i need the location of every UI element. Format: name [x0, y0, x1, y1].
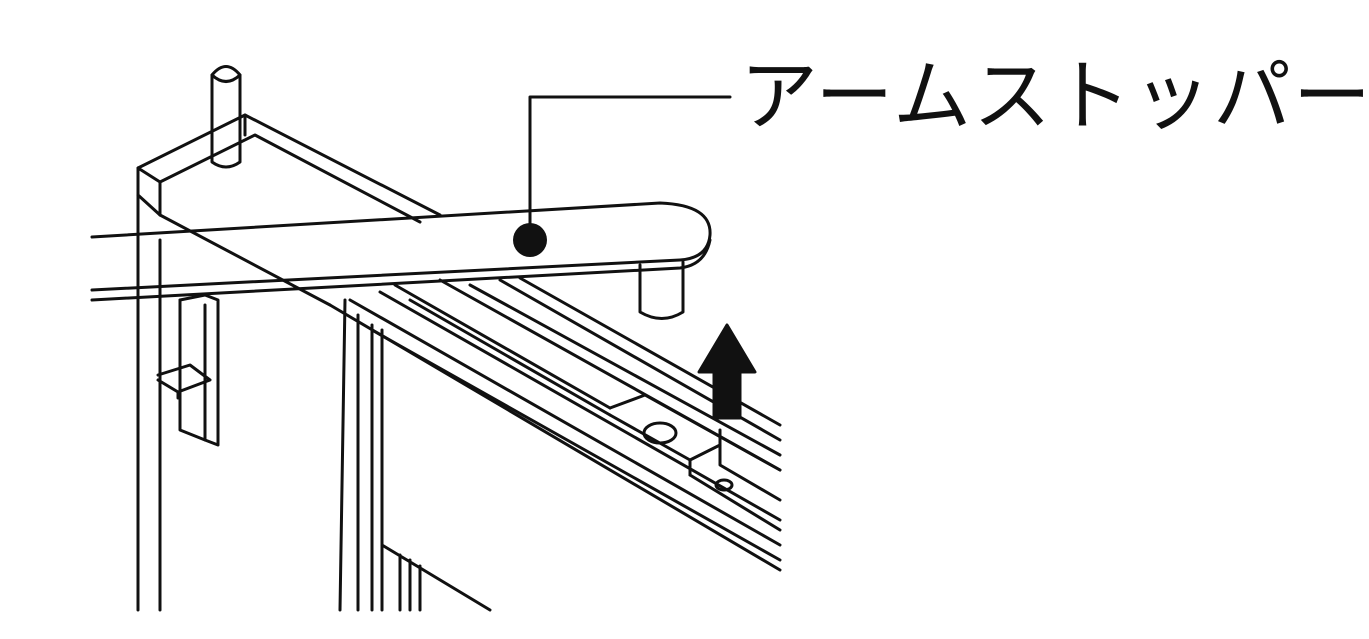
arm-stopper-label: アームストッパー — [740, 52, 1369, 142]
hinge-plate — [156, 293, 220, 447]
callout-leader — [513, 95, 732, 257]
up-arrow-icon — [697, 323, 757, 420]
frame-bracket — [136, 113, 442, 612]
arm — [90, 201, 712, 320]
door-rail — [328, 276, 782, 612]
top-pin — [210, 65, 242, 169]
